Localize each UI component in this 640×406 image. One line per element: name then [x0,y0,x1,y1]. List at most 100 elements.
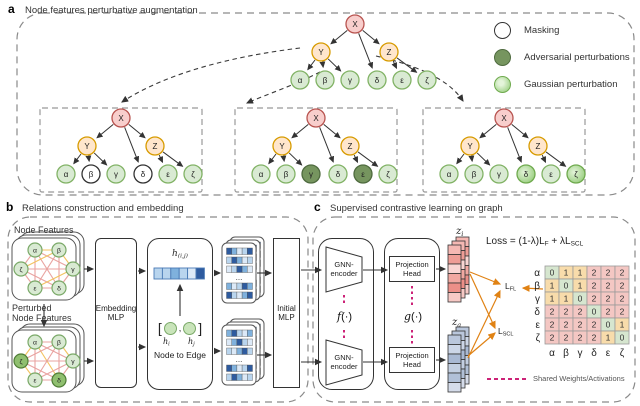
panel-b-title: Relations construction and embedding [22,203,184,214]
tree-node-y [311,42,331,62]
tree-leaf-5 [417,70,437,90]
graph-node-label: δ [57,377,61,384]
tree-leaf-3 [516,164,536,184]
masking-box [39,107,203,193]
legend-label: Adversarial perturbations [524,52,630,63]
gaussian-box [422,107,586,193]
matrix-cell-value: 2 [578,333,583,343]
graph-node-label: ζ [20,358,23,365]
loss-arrow [469,271,502,285]
tree-edge [93,152,108,166]
matrix-row-label: α [534,268,540,279]
tree-leaf-5-label: ζ [386,170,390,179]
matrix-cell-value: 2 [550,320,555,330]
tree-edge [358,33,374,69]
embedding-mlp-label-line2: MLP [107,313,125,322]
feature-cell [247,329,253,337]
tree-node-y-label: Y [84,142,90,151]
matrix-cell-value: 1 [564,294,569,304]
tree-edge [323,123,341,139]
matrix-cell-value: 2 [620,281,625,291]
graph-node-2 [13,353,29,369]
z-cell [447,372,462,383]
tree-leaf-3-label: δ [336,170,341,179]
tree-leaf-4 [541,164,561,184]
f-function-label: f(·) [337,310,353,323]
tree-edge [291,123,309,139]
tree-edge [479,123,497,139]
z-cell [447,282,462,293]
matrix-row-label: γ [535,294,540,305]
feature-cell [247,291,253,299]
feature-cell [226,364,232,372]
tree-leaf-2 [301,164,321,184]
tree-node-x [345,14,365,34]
gnn-encoder-bottom-shape [325,339,363,386]
feature-cell [236,364,243,372]
tree-edge [124,127,140,163]
tree-leaf-1 [81,164,101,184]
gnn-encoder-container [318,238,374,390]
graph-node-4 [27,280,43,296]
tree-leaf-0-label: α [447,170,452,179]
edge-feature-stack-top: ... [221,236,265,304]
panel-c-title: Supervised contrastive learning on graph [330,203,503,214]
graph-node-label: β [57,339,61,346]
matrix-cell-value: 2 [564,307,569,317]
tree-leaf-3-label: δ [375,76,380,85]
feature-cell [226,291,232,299]
graph-node-label: ε [33,377,36,384]
tree-edge [391,60,397,70]
node-i-icon [163,321,177,335]
panel-c-border [312,216,636,403]
feature-cell [236,256,243,264]
graph-node-label: α [33,339,37,346]
feature-cell [247,247,253,255]
feature-cell [226,282,232,290]
adversarial-swatch-icon [494,49,511,66]
z-cell [447,363,462,374]
feature-cell [247,364,253,372]
aug-arrow-middle [245,71,321,104]
tree-leaf-0-label: α [298,76,303,85]
matrix-col-label: γ [578,348,583,359]
panel-c-tag: c [314,200,321,214]
feature-cell [231,247,238,255]
panel-a-border [16,12,635,196]
z-cell [447,353,462,364]
tree-edge [73,153,82,165]
feature-cell [231,373,238,381]
matrix-cell-value: 2 [592,333,597,343]
loss-formula: Loss = (1-λ)LF + λLSCL [486,236,584,248]
feature-cell [247,265,253,273]
tree-leaf-5 [378,164,398,184]
feature-cell [231,338,238,346]
matrix-cell-value: 2 [620,268,625,278]
tree-leaf-4 [392,70,412,90]
node-j-icon [183,321,197,335]
tree-edge [540,154,546,164]
graph-node-0 [27,242,43,258]
tree-node-z-label: Z [536,142,541,151]
matrix-cell-value: 2 [620,294,625,304]
matrix-cell-value: 2 [606,307,611,317]
panel-a-tag: a [8,2,15,16]
tree-node-x [306,108,326,128]
matrix-cell [614,330,630,345]
tree-leaf-1 [464,164,484,184]
graph-node-1 [51,242,67,258]
tree-node-x-label: X [118,114,124,123]
tree-edge [85,155,92,163]
tree-leaf-1-label: β [472,170,477,179]
stack-ellipsis: ... [236,273,243,282]
tree-edge [319,127,335,163]
z-i-label: zi [456,226,464,238]
graph-node-label: ζ [20,266,23,273]
matrix-cell-value: 2 [592,294,597,304]
matrix-cell-value: 0 [578,294,583,304]
feature-cell [241,364,248,372]
